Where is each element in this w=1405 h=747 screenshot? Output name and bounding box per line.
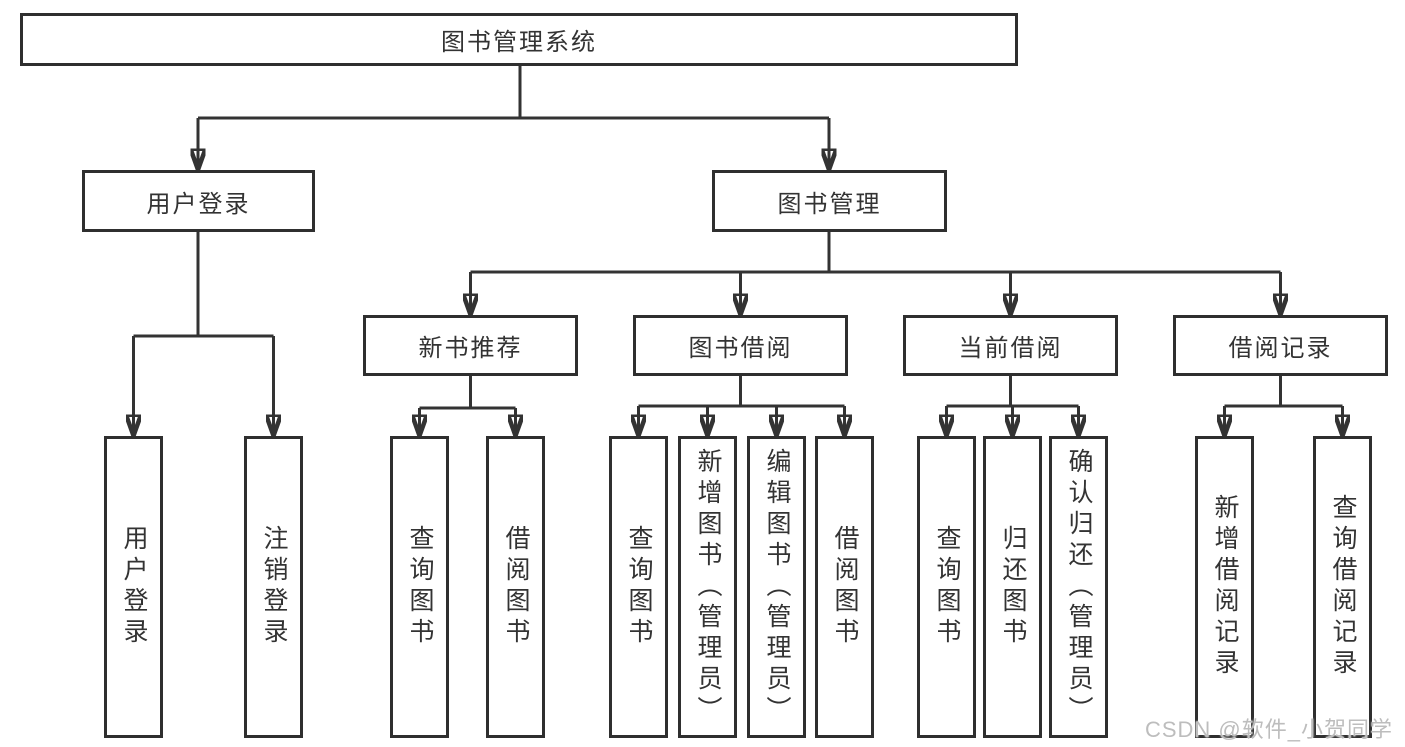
leaf-return-books: 归还图书: [983, 436, 1042, 738]
node-book-management: 图书管理: [712, 170, 947, 232]
leaf-add-books-admin: 新增图书（管理员）: [678, 436, 737, 738]
leaf-query-books-borrowing: 查询图书: [609, 436, 668, 738]
leaf-confirm-return-admin: 确认归还（管理员）: [1049, 436, 1108, 738]
leaf-borrow-books-borrowing: 借阅图书: [815, 436, 874, 738]
csdn-watermark: CSDN @软件_小贺同学: [1144, 717, 1393, 742]
leaf-borrow-books-newrec: 借阅图书: [486, 436, 545, 738]
leaf-add-borrow-record: 新增借阅记录: [1195, 436, 1254, 738]
node-book-borrowing: 图书借阅: [633, 315, 848, 376]
node-current-borrowing: 当前借阅: [903, 315, 1118, 376]
leaf-query-books-current: 查询图书: [917, 436, 976, 738]
leaf-query-books-newrec: 查询图书: [390, 436, 449, 738]
leaf-query-borrow-record: 查询借阅记录: [1313, 436, 1372, 738]
node-user-login: 用户登录: [82, 170, 315, 232]
node-new-book-recommendation: 新书推荐: [363, 315, 578, 376]
node-borrowing-records: 借阅记录: [1173, 315, 1388, 376]
node-library-management-system: 图书管理系统: [20, 13, 1018, 66]
leaf-user-login: 用户登录: [104, 436, 163, 738]
leaf-logout: 注销登录: [244, 436, 303, 738]
leaf-edit-books-admin: 编辑图书（管理员）: [747, 436, 806, 738]
